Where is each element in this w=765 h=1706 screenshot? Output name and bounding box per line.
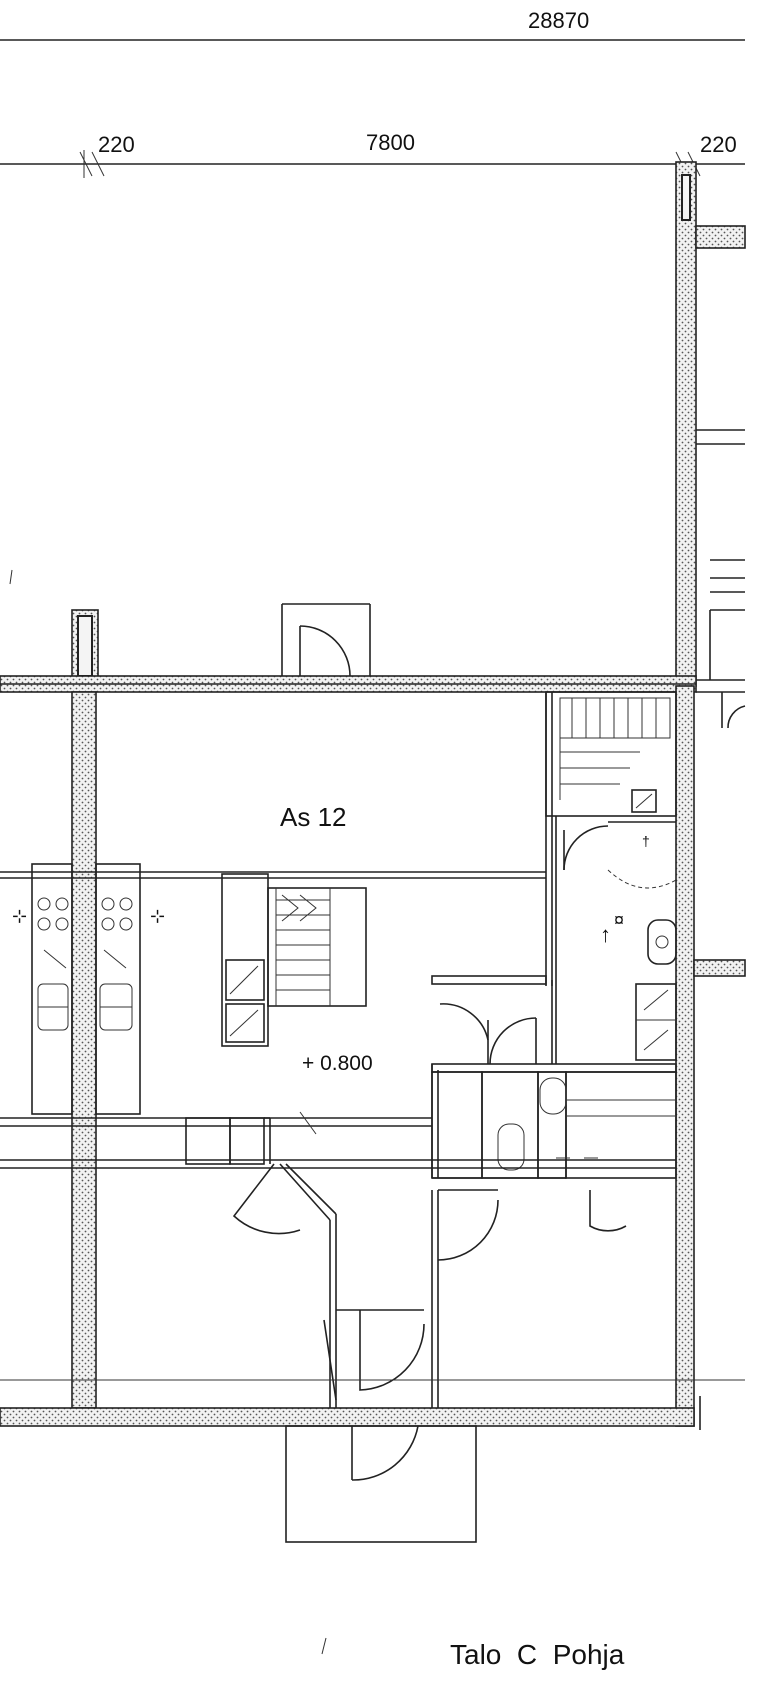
dimension-wall-left: 220 xyxy=(98,132,135,157)
svg-text:†: † xyxy=(642,833,650,849)
hall-doors xyxy=(232,1163,499,1410)
kitchen-as12 xyxy=(221,873,367,1047)
dimension-wall-right: 220 xyxy=(700,132,737,157)
svg-text:⊹: ⊹ xyxy=(150,906,165,926)
bathroom-block xyxy=(431,692,677,1232)
exterior-wall-right xyxy=(675,161,746,729)
floor-level: + 0.800 xyxy=(302,1052,373,1075)
exterior-wall-bottom xyxy=(0,1379,745,1430)
exterior-wall-right-lower xyxy=(675,685,695,1427)
wall-band-top xyxy=(0,675,697,693)
entrance-area: † ↑ ¤ xyxy=(555,816,677,1064)
dimension-total: 28870 xyxy=(528,8,589,33)
svg-text:¤: ¤ xyxy=(614,910,624,930)
svg-text:⊹: ⊹ xyxy=(12,906,27,926)
room-label-as12: As 12 xyxy=(280,802,347,832)
bedroom-partition xyxy=(431,1003,566,1179)
wall-band-mid xyxy=(0,871,546,879)
drawing-title: Talo C Pohja xyxy=(450,1639,625,1670)
upper-door xyxy=(281,603,371,677)
stair-block xyxy=(545,691,677,817)
entrance-porch xyxy=(285,1425,477,1543)
dimension-lines xyxy=(0,39,745,178)
kitchen-units-neighbour: ⊹ ⊹ xyxy=(12,863,165,1115)
wall-band-lower xyxy=(0,1117,676,1169)
dimension-span: 7800 xyxy=(366,130,415,155)
party-wall-left xyxy=(71,691,97,1409)
scan-mark xyxy=(9,569,327,1655)
svg-text:↑: ↑ xyxy=(600,922,611,947)
